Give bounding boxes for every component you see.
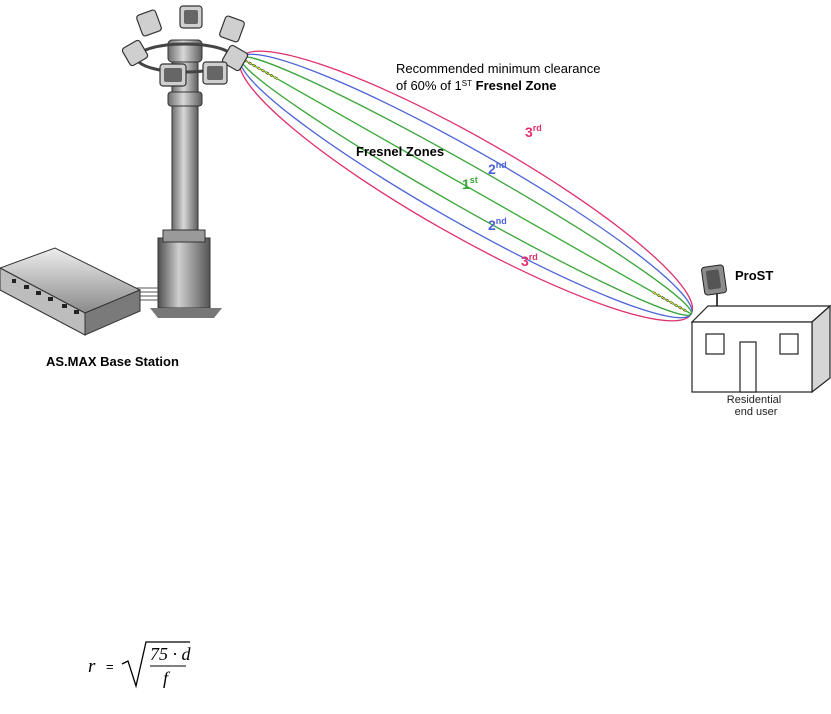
zone-3-label-upper: 3rd [525,123,542,140]
zone-2-label-lower: 2nd [488,216,507,233]
antenna-panel [219,15,245,43]
house-door [740,342,756,392]
tower-collar-lower [168,92,202,106]
antenna-panel [136,9,162,37]
residential-label-line1: Residential [727,394,781,406]
formula-numerator: 75 · d [150,644,192,664]
zone-1-label: 1st [462,175,478,192]
formula-lhs: r [88,656,96,677]
antenna-panel [121,39,148,66]
residential-house [692,306,830,392]
zone-3-label-lower: 3rd [521,252,538,269]
residential-label-line2: end user [735,406,778,418]
formula-denominator: f [163,668,171,688]
clearance-bold: Fresnel Zone [472,78,557,93]
tower-base [158,238,210,308]
clearance-note-line2: of 60% of 1ST Fresnel Zone [396,78,557,93]
prost-antenna [701,265,727,310]
house-window-left [706,334,724,354]
house-window-right [780,334,798,354]
house-side [812,306,830,392]
base-station-tower [112,6,249,318]
base-station-label: AS.MAX Base Station [46,354,179,369]
tower-base-shadow [150,308,222,318]
fresnel-zones-label: Fresnel Zones [356,144,444,159]
clearance-prefix: of 60% of 1 [396,78,462,93]
fresnel-radius-formula: r = 75 · d f [88,642,192,688]
tower-base-cap [163,230,205,242]
clearance-sup: ST [462,79,472,88]
prost-label: ProST [735,268,773,283]
house-roof [692,306,830,322]
formula-equals: = [106,659,114,674]
clearance-note-line1: Recommended minimum clearance [396,61,600,76]
zone-2-label-upper: 2nd [488,160,507,177]
base-station-unit [0,248,140,335]
